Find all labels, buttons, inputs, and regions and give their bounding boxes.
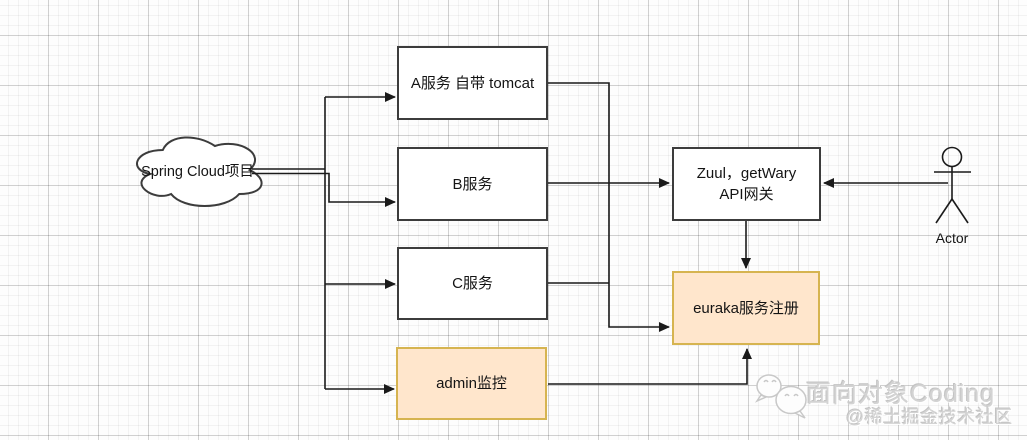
service-b-label: B服务	[452, 175, 493, 193]
zuul-gateway-box: Zuul，getWary API网关	[672, 147, 821, 221]
actor-leg-right	[951, 198, 969, 224]
actor-head	[941, 146, 963, 168]
watermark-title: 面向对象Coding	[806, 380, 996, 408]
service-c-label: C服务	[452, 275, 493, 292]
service-a-box: A服务 自带 tomcat	[397, 46, 548, 120]
zuul-gateway-label-line2: API网关	[719, 186, 774, 203]
actor-leg-left	[935, 198, 953, 224]
zuul-gateway-label-line1: Zuul，getWary	[696, 165, 797, 182]
cloud-label: Spring Cloud项目	[141, 163, 254, 180]
eureka-registry-box: euraka服务注册	[672, 271, 820, 345]
service-a-label: A服务 自带 tomcat	[410, 74, 535, 92]
connector-cloud-link-bottom-to-service-b	[252, 172, 396, 207]
eureka-registry-label: euraka服务注册	[693, 299, 799, 317]
connector-service-a-to-eureka	[548, 82, 670, 332]
service-b-box: B服务	[397, 147, 548, 221]
admin-monitor-box: admin监控	[396, 347, 547, 420]
admin-monitor-label: admin监控	[436, 375, 507, 392]
actor-label: Actor	[935, 230, 969, 246]
watermark-subtitle: @稀土掘金技术社区	[846, 407, 1013, 427]
wechat-chat-bubbles-icon	[754, 374, 807, 419]
actor-figure	[934, 146, 971, 224]
cloud-shape	[136, 136, 263, 207]
connector-admin-to-eureka	[548, 348, 752, 385]
service-c-box: C服务	[397, 247, 548, 320]
